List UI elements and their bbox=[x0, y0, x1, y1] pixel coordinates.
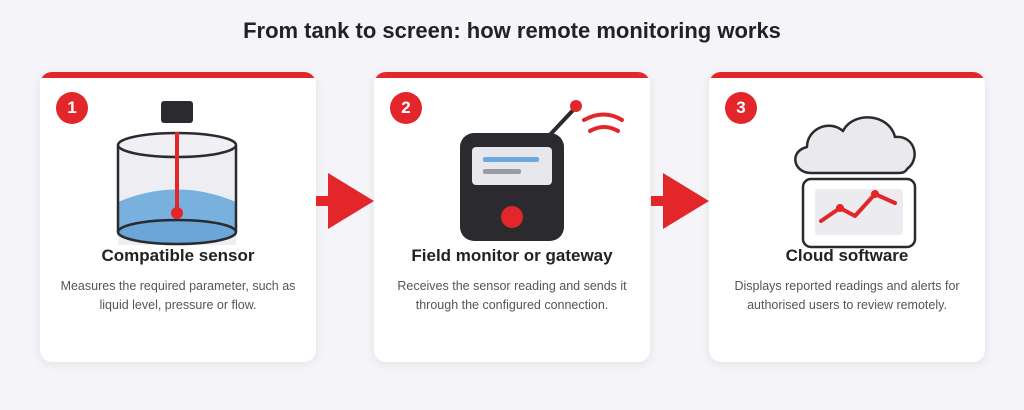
step-title: Field monitor or gateway bbox=[411, 246, 613, 265]
step-number-badge: 3 bbox=[725, 92, 757, 124]
cloud-chart-icon bbox=[794, 116, 917, 249]
step-card-gateway: 2 Field monitor or gateway Receives the … bbox=[374, 72, 650, 362]
step-card-sensor: 1 Compatible sensor Measures the require… bbox=[40, 72, 316, 362]
card-accent-bar bbox=[40, 72, 316, 78]
step-description: Receives the sensor reading and sends it… bbox=[397, 279, 627, 312]
tank-sensor-icon bbox=[116, 101, 238, 246]
gateway-device-icon bbox=[460, 100, 624, 241]
arrow-right-icon bbox=[316, 173, 374, 229]
step-description: Displays reported readings and alerts fo… bbox=[734, 279, 960, 312]
card-accent-bar bbox=[709, 72, 985, 78]
page-title: From tank to screen: how remote monitori… bbox=[243, 18, 781, 43]
step-number-badge: 1 bbox=[56, 92, 88, 124]
step-description: Measures the required parameter, such as… bbox=[60, 279, 296, 312]
step-title: Compatible sensor bbox=[101, 246, 255, 265]
step-number-badge: 2 bbox=[390, 92, 422, 124]
arrow-right-icon bbox=[651, 173, 709, 229]
step-title: Cloud software bbox=[785, 246, 909, 265]
step-card-cloud: 3 Cloud software Displays reported readi… bbox=[709, 72, 985, 362]
card-accent-bar bbox=[374, 72, 650, 78]
